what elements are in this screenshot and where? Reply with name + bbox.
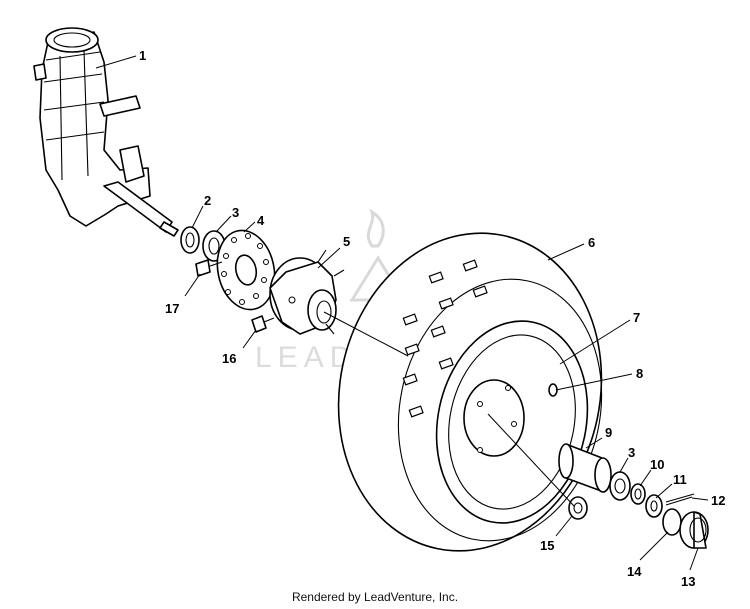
part-9-spacer (558, 443, 612, 493)
callout-13: 13 (681, 574, 695, 589)
callout-3-inner: 3 (232, 205, 239, 220)
callout-1: 1 (139, 48, 146, 63)
part-2-seal (180, 226, 200, 254)
callout-6: 6 (588, 235, 595, 250)
callout-10: 10 (650, 457, 664, 472)
callout-8: 8 (636, 366, 643, 381)
part-12-cotter-pin (665, 493, 695, 506)
part-3-bearing-outer (609, 471, 631, 501)
leader-lines (95, 55, 709, 571)
callout-7: 7 (633, 310, 640, 325)
part-5-hub (269, 249, 345, 335)
callout-12: 12 (711, 493, 725, 508)
callout-9: 9 (605, 425, 612, 440)
callout-4: 4 (257, 213, 265, 228)
part-11-castle-nut (645, 494, 663, 518)
part-7-wheel-rim (435, 320, 589, 524)
part-1-knuckle (33, 27, 179, 237)
part-13-hub-cap (679, 511, 709, 549)
part-10-washer (630, 483, 646, 505)
callout-5: 5 (343, 234, 350, 249)
callout-16: 16 (222, 351, 236, 366)
footer-credit: Rendered by LeadVenture, Inc. (291, 590, 459, 604)
callout-14: 14 (627, 564, 642, 579)
callout-3-outer: 3 (628, 445, 635, 460)
callout-15: 15 (540, 538, 554, 553)
callout-numbers: 1 2 3 4 5 6 7 8 9 3 10 11 12 13 14 15 16… (139, 48, 725, 589)
callout-11: 11 (673, 472, 687, 487)
callout-17: 17 (165, 301, 179, 316)
part-8-valve-stem (548, 383, 558, 397)
part-14-o-ring (662, 508, 682, 536)
part-15-lug-nut (568, 496, 588, 520)
part-17-bolt (195, 259, 223, 277)
callout-2: 2 (204, 193, 211, 208)
part-4-brake-disc (216, 229, 276, 311)
part-16-bolt (251, 315, 275, 333)
